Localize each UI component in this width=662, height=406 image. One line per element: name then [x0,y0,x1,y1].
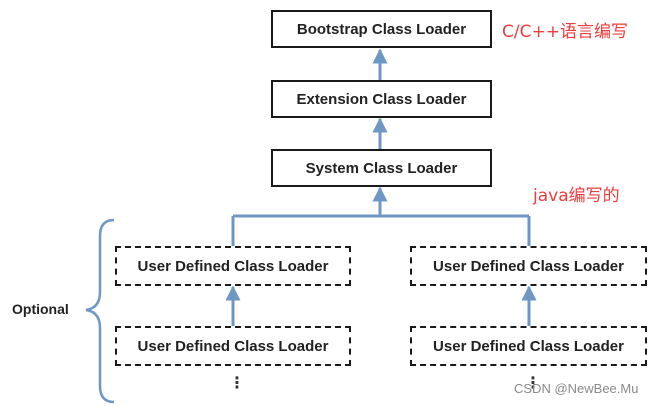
optional-label: Optional [12,301,69,317]
extension-class-loader-box: Extension Class Loader [271,80,492,118]
user-defined-loader-left-upper: User Defined Class Loader [115,246,351,286]
csdn-watermark: CSDN @NewBee.Mu [514,381,639,396]
user-defined-loader-right-upper: User Defined Class Loader [410,246,647,286]
system-class-loader-box: System Class Loader [271,149,492,187]
optional-brace [85,218,115,404]
bootstrap-class-loader-box: Bootstrap Class Loader [271,10,492,48]
native-implementation-note: C/C++语言编写 [502,22,628,42]
user-defined-loader-left-lower: User Defined Class Loader [115,326,351,366]
ellipsis-right: ⋮ [525,375,541,392]
java-implementation-note: java编写的 [533,186,620,206]
ellipsis-left: ⋮ [229,375,245,392]
user-defined-loader-right-lower: User Defined Class Loader [410,326,647,366]
